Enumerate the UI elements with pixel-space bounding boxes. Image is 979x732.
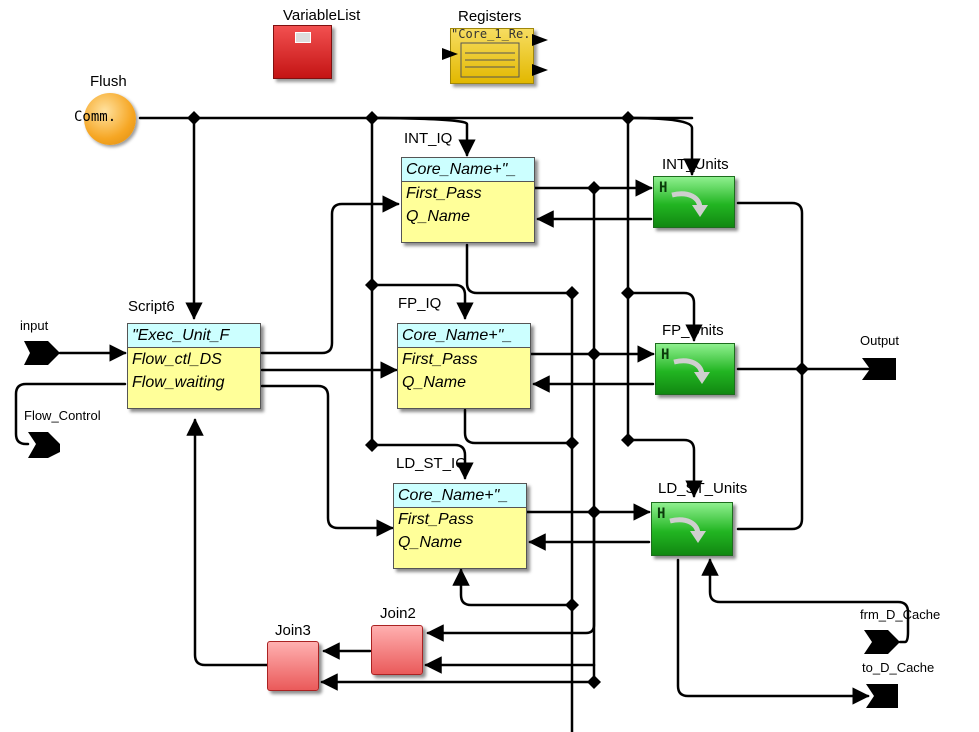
junction-dot bbox=[565, 436, 579, 450]
fp-iq-row1: First_Pass bbox=[402, 351, 478, 368]
join2-block[interactable] bbox=[371, 625, 423, 675]
variable-list-block[interactable] bbox=[273, 25, 332, 79]
ldst-iq-bottom-wire bbox=[452, 568, 574, 607]
int-iq-label: INT_IQ bbox=[404, 130, 453, 147]
int-units-block[interactable]: H bbox=[653, 176, 735, 228]
int-units-glyph: H bbox=[659, 180, 668, 196]
junction-dot bbox=[365, 278, 379, 292]
frm-d-cache-wire bbox=[701, 558, 910, 644]
table-icon bbox=[460, 42, 520, 78]
fp-iq-bottom-wire bbox=[463, 408, 574, 445]
junction-dot bbox=[587, 347, 601, 361]
script6-block[interactable]: "Exec_Unit_F Flow_ctl_DS Flow_waiting bbox=[127, 323, 261, 409]
variable-list-label: VariableList bbox=[283, 7, 361, 24]
frm-d-cache-label: frm_D_Cache bbox=[860, 607, 941, 622]
fp-iq-block[interactable]: Core_Name+"_ First_Pass Q_Name bbox=[397, 323, 531, 409]
fp-iq-row2: Q_Name bbox=[402, 374, 467, 391]
junction-dot bbox=[795, 362, 809, 376]
junction-dot bbox=[587, 675, 601, 689]
output-port-arrow-icon bbox=[862, 358, 896, 380]
join3-to-script6-wire bbox=[186, 418, 269, 667]
flush-block[interactable] bbox=[84, 93, 136, 145]
int-units-out-wire bbox=[736, 201, 804, 531]
right-drop-to-fp-units bbox=[626, 291, 703, 342]
ld-st-iq-row1: First_Pass bbox=[398, 511, 474, 528]
junction-dot bbox=[621, 286, 635, 300]
junction-dot bbox=[587, 181, 601, 195]
junction-dot bbox=[565, 598, 579, 612]
script6-row2: Flow_waiting bbox=[132, 374, 225, 391]
fp-units-glyph: H bbox=[661, 347, 670, 363]
left-drop-to-ldst-iq bbox=[370, 443, 474, 480]
right-drop-to-ldst-units bbox=[626, 438, 703, 498]
fp-iq-label: FP_IQ bbox=[398, 295, 442, 312]
script6-to-int-iq-wire bbox=[260, 195, 400, 355]
script6-to-ldst-iq-wire bbox=[260, 384, 394, 537]
fp-iq-header: Core_Name+"_ bbox=[398, 324, 530, 348]
junction-dot bbox=[587, 505, 601, 519]
junction-dot bbox=[365, 111, 379, 125]
input-port-arrow-icon bbox=[24, 341, 60, 365]
script6-header: "Exec_Unit_F bbox=[128, 324, 260, 348]
ld-st-iq-label: LD_ST_IQ bbox=[396, 455, 467, 472]
join2-label: Join2 bbox=[380, 605, 416, 622]
ld-st-units-block[interactable]: H bbox=[651, 502, 733, 556]
junction-dot bbox=[621, 111, 635, 125]
flush-label: Flush bbox=[90, 73, 127, 90]
left-drop-to-fp-iq bbox=[370, 283, 474, 320]
ld-st-iq-row2: Q_Name bbox=[398, 534, 463, 551]
unit-arrow-icon bbox=[673, 358, 710, 384]
flow-control-port-arrow-icon bbox=[28, 432, 60, 458]
to-d-cache-port-arrow-icon bbox=[866, 684, 898, 708]
registers-text: "Core_1_Re. bbox=[451, 27, 531, 41]
input-label: input bbox=[20, 318, 49, 333]
frm-d-cache-port-arrow-icon bbox=[864, 630, 900, 654]
script6-label: Script6 bbox=[128, 298, 175, 315]
fp-units-label: FP_Units bbox=[662, 322, 724, 339]
ld-st-units-label: LD_ST_Units bbox=[658, 480, 748, 497]
int-iq-block[interactable]: Core_Name+"_ First_Pass Q_Name bbox=[401, 157, 535, 243]
junction-dot bbox=[365, 438, 379, 452]
int-units-label: INT_Units bbox=[662, 156, 729, 173]
registers-block[interactable]: "Core_1_Re. bbox=[450, 27, 534, 84]
script6-to-flow-control-wire bbox=[14, 382, 127, 446]
join3-block[interactable] bbox=[267, 641, 319, 691]
bus-a-to-join2-top-wire bbox=[426, 510, 596, 642]
unit-arrow-icon bbox=[669, 517, 706, 543]
int-iq-header: Core_Name+"_ bbox=[402, 158, 534, 182]
registers-label: Registers bbox=[458, 8, 522, 25]
to-d-cache-wire bbox=[676, 558, 870, 705]
junction-dot bbox=[565, 286, 579, 300]
list-icon bbox=[295, 32, 311, 43]
int-iq-bottom-wire bbox=[465, 243, 574, 295]
ld-st-iq-header: Core_Name+"_ bbox=[394, 484, 526, 508]
flush-text: Comm. bbox=[74, 109, 117, 125]
script6-row1: Flow_ctl_DS bbox=[132, 351, 222, 368]
output-label: Output bbox=[860, 333, 900, 348]
flush-to-int-units-wire bbox=[626, 116, 701, 176]
join3-label: Join3 bbox=[275, 622, 311, 639]
flow-control-label: Flow_Control bbox=[24, 408, 101, 423]
junction-dot bbox=[187, 111, 201, 125]
ld-st-iq-block[interactable]: Core_Name+"_ First_Pass Q_Name bbox=[393, 483, 527, 569]
junction-dot bbox=[621, 433, 635, 447]
to-d-cache-label: to_D_Cache bbox=[862, 660, 935, 675]
fp-units-block[interactable]: H bbox=[655, 343, 735, 395]
unit-arrow-icon bbox=[671, 191, 708, 217]
ld-st-units-glyph: H bbox=[657, 506, 666, 522]
int-iq-row2: Q_Name bbox=[406, 208, 471, 225]
int-iq-row1: First_Pass bbox=[406, 185, 482, 202]
